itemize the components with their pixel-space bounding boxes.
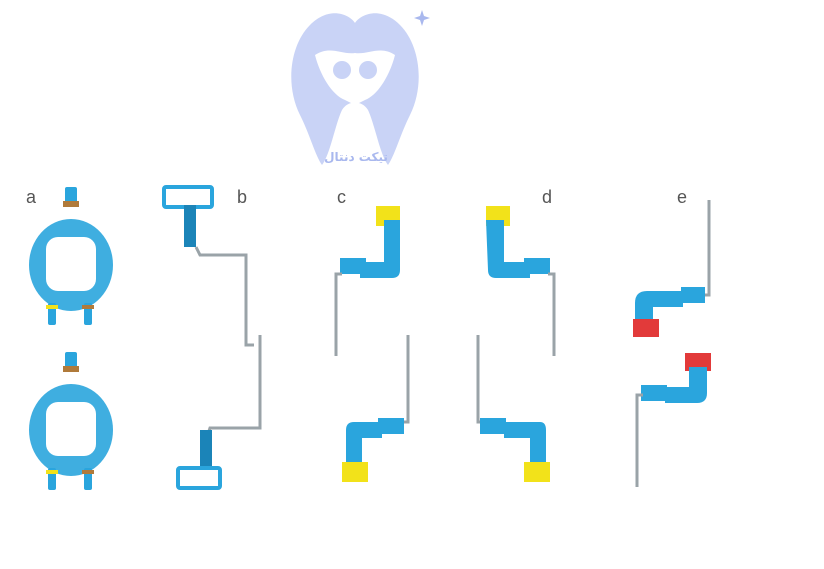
anterior-holder-c-top [334,206,400,356]
panel-label-e: e [677,187,688,207]
anterior-holder-c-bottom [342,335,410,482]
ring-holder-top [29,187,113,325]
panel-label-c: c [337,187,346,207]
anterior-holder-d-bottom [476,335,550,482]
endo-holder-bottom [635,353,711,487]
bitewing-holder-top [162,185,254,347]
bitewing-holder-bottom [176,335,262,490]
ring-holder-bottom [29,352,113,490]
panel-label-a: a [26,187,37,207]
tooth-logo-watermark [291,10,430,166]
panel-label-d: d [542,187,553,207]
panel-label-b: b [237,187,248,207]
anterior-holder-d-top [486,206,556,356]
endo-holder-top [633,200,711,337]
watermark-text: تیکت دنتال [324,150,388,164]
